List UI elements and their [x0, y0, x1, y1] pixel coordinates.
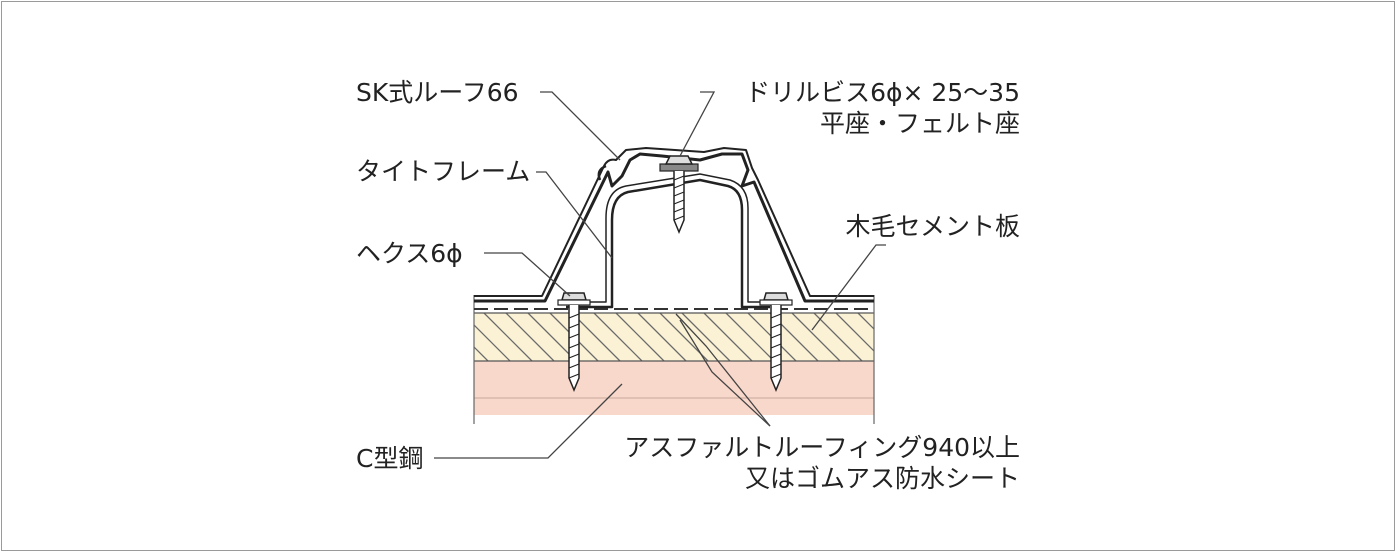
hex-screw-left	[557, 292, 591, 392]
leader-hex	[484, 252, 571, 297]
hatch-line	[474, 346, 489, 361]
leader-drill-screw	[679, 91, 716, 157]
hatch-line	[615, 313, 665, 361]
leader-c-steel	[434, 383, 623, 459]
leader-wood-cement	[811, 244, 886, 331]
label-sk-roof: SK式ルーフ66	[356, 78, 519, 107]
hatch-line	[527, 313, 577, 361]
label-drill-screw-line2: 平座・フェルト座	[820, 109, 1020, 138]
leader-lines	[434, 91, 886, 459]
tight-frame	[566, 173, 770, 309]
label-tight-frame: タイトフレーム	[356, 157, 530, 186]
hatch-line	[857, 313, 874, 330]
leader-asphalt-b	[679, 319, 771, 427]
hatch-line	[813, 313, 863, 361]
leader-sk-roof	[540, 91, 621, 161]
hatch-line	[474, 324, 511, 361]
label-asphalt-line2: 又はゴムアス防水シート	[745, 464, 1020, 493]
label-c-steel: C型鋼	[356, 444, 423, 473]
c-steel-band	[474, 361, 874, 415]
hatch-line	[593, 313, 643, 361]
hatch-line	[880, 313, 928, 361]
hatch-line	[637, 313, 687, 361]
hatch-line	[681, 313, 731, 361]
label-hex: ヘクス6ϕ	[356, 239, 463, 268]
hatch-line	[505, 313, 555, 361]
hex-screw-right	[759, 292, 793, 392]
hatch-line	[571, 313, 621, 361]
leader-asphalt-a	[675, 313, 771, 427]
leader-tight-frame	[536, 171, 613, 259]
hatch-line	[703, 313, 753, 361]
hatch-line	[725, 313, 775, 361]
hatch-line	[483, 313, 533, 361]
hatch-line	[791, 313, 841, 361]
label-asphalt-line1: アスファルトルーフィング940以上	[624, 433, 1020, 462]
wood-cement-board	[474, 312, 928, 362]
label-drill-screw-line1: ドリルビス6ϕ× 25〜35	[745, 78, 1020, 107]
hatch-line	[835, 313, 874, 352]
drill-screw	[659, 155, 699, 234]
label-wood-cement: 木毛セメント板	[845, 212, 1020, 241]
